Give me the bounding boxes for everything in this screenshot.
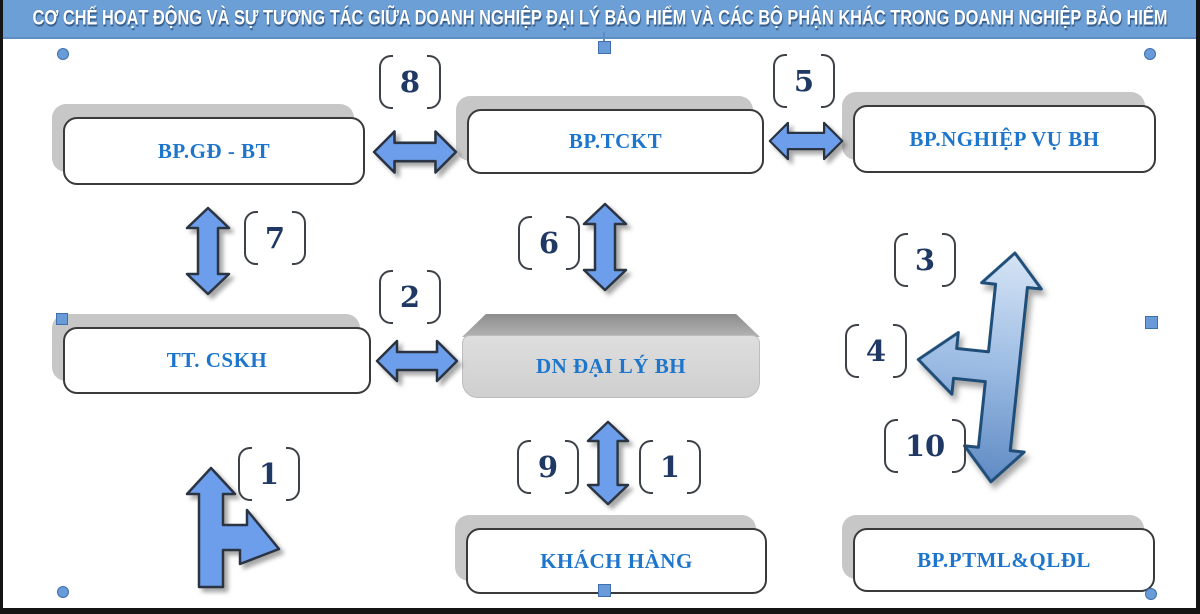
bracket-right-icon (427, 269, 441, 324)
bracket-right-icon (566, 215, 581, 270)
rotation-handle-stem (603, 32, 605, 41)
bracket-right-icon (942, 232, 957, 287)
step-number: 2 (399, 279, 421, 314)
bracket-left-icon (772, 53, 787, 108)
step-number: 8 (399, 64, 421, 99)
box-nghiep-vu-bh-label: BP.NGHIỆP VỤ BH (909, 126, 1100, 151)
bracket-right-icon (821, 53, 836, 108)
bracket-left-icon (243, 210, 258, 265)
selection-handle-circle-bottom-left[interactable] (57, 586, 69, 598)
step-label-7[interactable]: 7 (243, 210, 307, 265)
double-arrow-vertical-7-icon[interactable] (185, 205, 231, 297)
box-gd-bt-label: BP.GĐ - BT (157, 138, 271, 163)
box-gd-bt[interactable]: BP.GĐ - BT (63, 117, 365, 185)
step-label-4[interactable]: 4 (845, 323, 907, 378)
box-dn-dai-ly-bh[interactable]: DN ĐẠI LÝ BH (462, 314, 760, 398)
bracket-right-icon (952, 418, 967, 473)
selection-handle-square-bottom-center[interactable] (598, 584, 611, 597)
bracket-left-icon (237, 446, 252, 501)
step-number: 9 (537, 449, 559, 484)
step-label-5[interactable]: 5 (772, 53, 836, 108)
bracket-right-icon (286, 446, 301, 501)
box-nghiep-vu-bh[interactable]: BP.NGHIỆP VỤ BH (853, 105, 1156, 173)
step-label-8[interactable]: 8 (378, 54, 442, 109)
step-number: 7 (264, 220, 286, 255)
title-bar: CƠ CHẾ HOẠT ĐỘNG VÀ SỰ TƯƠNG TÁC GIỮA DO… (3, 0, 1196, 39)
bracket-left-icon (638, 439, 653, 494)
step-number: 6 (538, 225, 560, 260)
bent-up-arrow-1-icon[interactable] (183, 465, 283, 590)
selection-handle-circle-bottom-right[interactable] (1145, 588, 1157, 600)
selection-handle-circle-top-left[interactable] (57, 48, 69, 60)
step-number: 1 (659, 449, 681, 484)
selection-handle-square-left-middle[interactable] (56, 313, 68, 325)
bracket-right-icon (687, 439, 702, 494)
step-label-1-center[interactable]: 1 (638, 439, 702, 494)
bracket-left-icon (883, 418, 898, 473)
step-label-2[interactable]: 2 (379, 269, 441, 324)
step-number: 3 (914, 242, 936, 277)
page-title: CƠ CHẾ HOẠT ĐỘNG VÀ SỰ TƯƠNG TÁC GIỮA DO… (32, 6, 1168, 30)
bracket-left-icon (517, 215, 532, 270)
selection-handle-circle-top-right[interactable] (1144, 48, 1156, 60)
box-khach-hang[interactable]: KHÁCH HÀNG (466, 528, 767, 594)
bracket-left-icon (516, 439, 531, 494)
selection-handle-square-right-middle[interactable] (1145, 316, 1158, 329)
box-khach-hang-label: KHÁCH HÀNG (540, 548, 693, 573)
step-label-9[interactable]: 9 (516, 439, 580, 494)
bracket-right-icon (427, 54, 442, 109)
bracket-left-icon (378, 54, 393, 109)
double-arrow-vertical-6-icon[interactable] (582, 202, 628, 292)
step-label-3[interactable]: 3 (893, 232, 957, 287)
step-label-10[interactable]: 10 (882, 417, 968, 474)
step-number: 10 (904, 428, 946, 463)
double-arrow-horizontal-2-icon[interactable] (375, 334, 459, 388)
bracket-left-icon (845, 323, 859, 378)
step-label-1-bottom-left[interactable]: 1 (236, 445, 302, 502)
step-label-6[interactable]: 6 (517, 215, 581, 270)
box-tt-cskh-label: TT. CSKH (166, 348, 268, 372)
bracket-left-icon (379, 269, 393, 324)
step-number: 1 (258, 456, 280, 491)
box-dn-top-face (462, 314, 760, 337)
bracket-right-icon (565, 439, 580, 494)
box-tckt-label: BP.TCKT (568, 129, 663, 153)
tri-directional-arrow-icon[interactable] (903, 241, 1057, 490)
bracket-right-icon (893, 323, 907, 378)
bracket-left-icon (893, 232, 908, 287)
box-tt-cskh[interactable]: TT. CSKH (63, 327, 371, 394)
rotation-handle-square-top-center[interactable] (598, 41, 611, 54)
box-ptml-qldl-label: BP.PTML&QLĐL (917, 547, 1091, 572)
double-arrow-horizontal-8-icon[interactable] (372, 124, 458, 180)
double-arrow-vertical-9-1-icon[interactable] (586, 418, 630, 508)
box-dn-dai-ly-bh-label: DN ĐẠI LÝ BH (535, 354, 687, 378)
double-arrow-horizontal-5-icon[interactable] (768, 113, 844, 169)
box-tckt[interactable]: BP.TCKT (467, 109, 764, 174)
box-ptml-qldl[interactable]: BP.PTML&QLĐL (853, 528, 1155, 592)
step-number: 5 (793, 63, 815, 98)
bracket-right-icon (292, 210, 307, 265)
step-number: 4 (865, 333, 887, 368)
box-dn-front-face: DN ĐẠI LÝ BH (462, 335, 760, 398)
